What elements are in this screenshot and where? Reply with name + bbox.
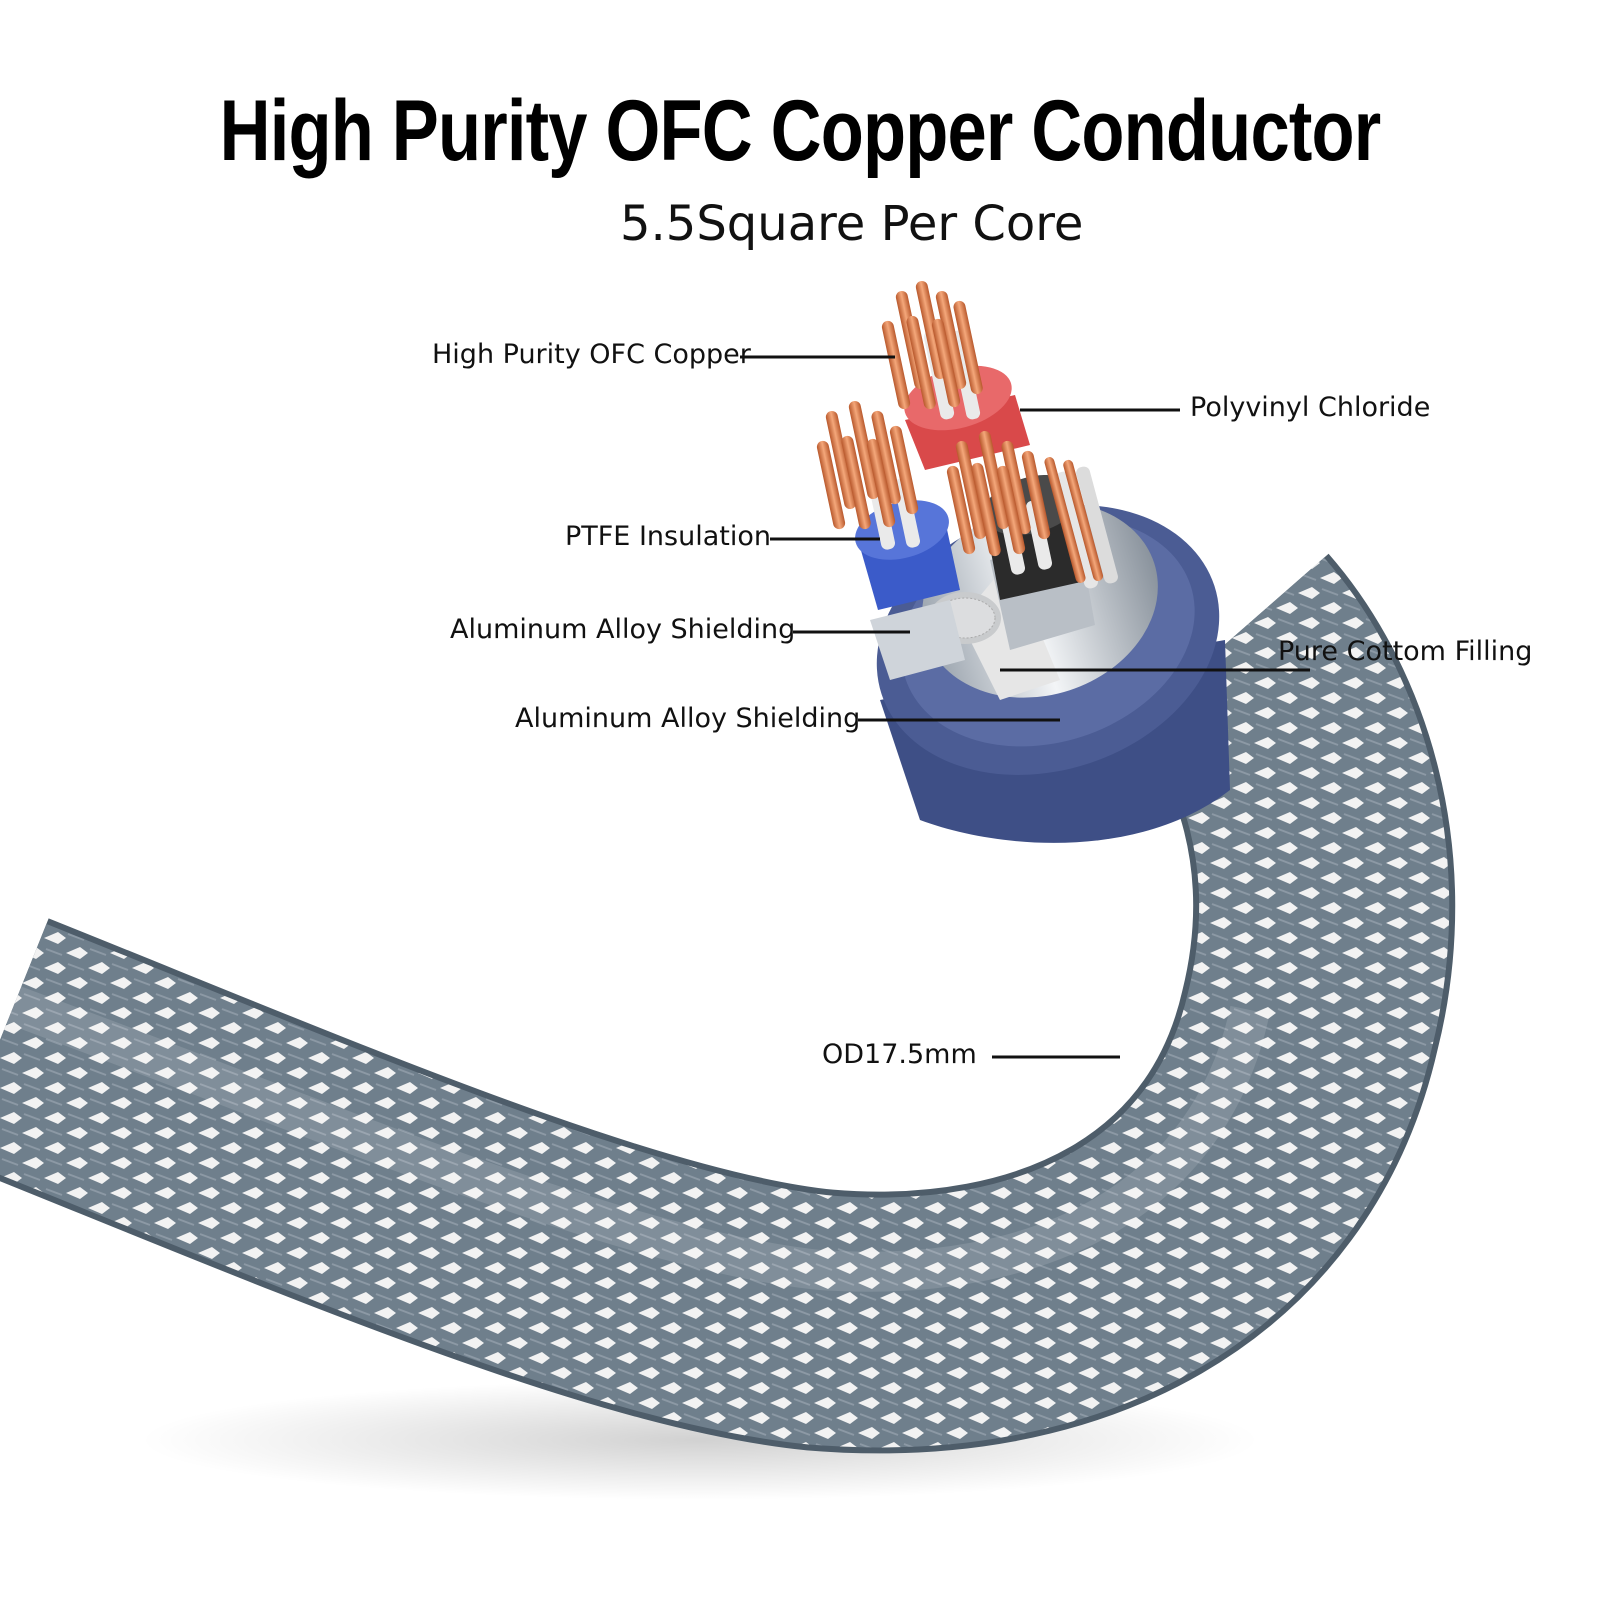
label-pvc: Polyvinyl Chloride bbox=[1190, 392, 1431, 423]
label-od: OD17.5mm bbox=[822, 1039, 977, 1070]
label-ptfe: PTFE Insulation bbox=[565, 521, 771, 552]
label-shielding-outer: Aluminum Alloy Shielding bbox=[515, 703, 861, 734]
label-shielding-inner: Aluminum Alloy Shielding bbox=[450, 614, 796, 645]
label-copper: High Purity OFC Copper bbox=[432, 339, 751, 370]
copper-conductors bbox=[816, 280, 1118, 589]
leader-lines bbox=[740, 355, 1310, 1059]
label-cotton: Pure Cottom Filling bbox=[1278, 636, 1533, 667]
braided-jacket bbox=[0, 553, 1456, 1454]
page-subtitle: 5.5Square Per Core bbox=[620, 196, 1084, 252]
page-title: High Purity OFC Copper Conductor bbox=[219, 83, 1382, 179]
